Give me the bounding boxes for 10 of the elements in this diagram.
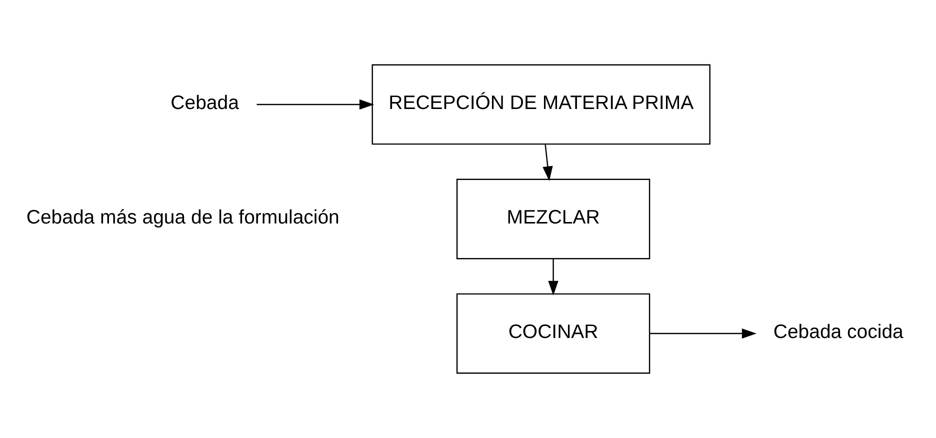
label: Cebada más agua de la formulación [26, 206, 340, 229]
node-text: Cebada [170, 92, 239, 114]
node-box: MEZCLAR [456, 178, 650, 260]
arrow [650, 328, 757, 339]
node-text: Cebada cocida [773, 321, 904, 344]
arrow [542, 144, 553, 181]
node-box: RECEPCIÓN DE MATERIA PRIMA [372, 64, 710, 145]
arrow [256, 99, 374, 110]
arrow [548, 258, 558, 296]
node-box: COCINAR [456, 293, 650, 374]
